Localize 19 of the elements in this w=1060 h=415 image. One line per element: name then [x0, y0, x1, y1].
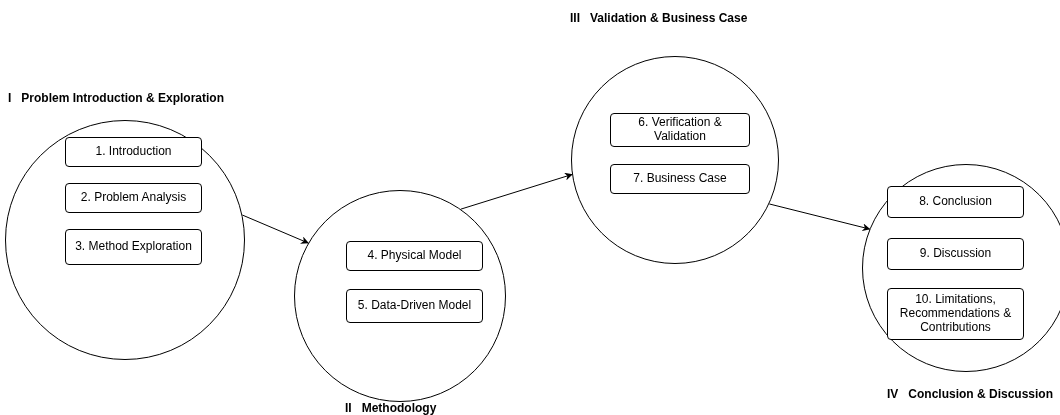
phase-heading: III Validation & Business Case — [570, 11, 748, 25]
chapter-box: 7. Business Case — [610, 164, 750, 194]
chapter-box: 4. Physical Model — [346, 241, 483, 271]
phase-circle — [570, 11, 780, 264]
chapter-box: 6. Verification & Validation — [610, 113, 750, 147]
chapter-box: 3. Method Exploration — [65, 229, 202, 265]
arrow — [768, 203, 871, 232]
arrow — [460, 172, 573, 210]
chapter-box: 1. Introduction — [65, 137, 202, 167]
chapter-box: 2. Problem Analysis — [65, 183, 202, 213]
phase-heading: IV Conclusion & Discussion — [887, 387, 1054, 401]
chapter-box: 9. Discussion — [887, 238, 1024, 270]
phase-heading: II Methodology — [345, 401, 437, 415]
phase-circle — [294, 190, 506, 415]
phase-heading: I Problem Introduction & Exploration — [8, 91, 224, 105]
chapter-box: 10. Limitations, Recommendations & Contributions — [887, 288, 1024, 340]
chapter-box: 5. Data-Driven Model — [346, 289, 483, 323]
arrow — [241, 214, 309, 244]
chapter-box: 8. Conclusion — [887, 186, 1024, 218]
